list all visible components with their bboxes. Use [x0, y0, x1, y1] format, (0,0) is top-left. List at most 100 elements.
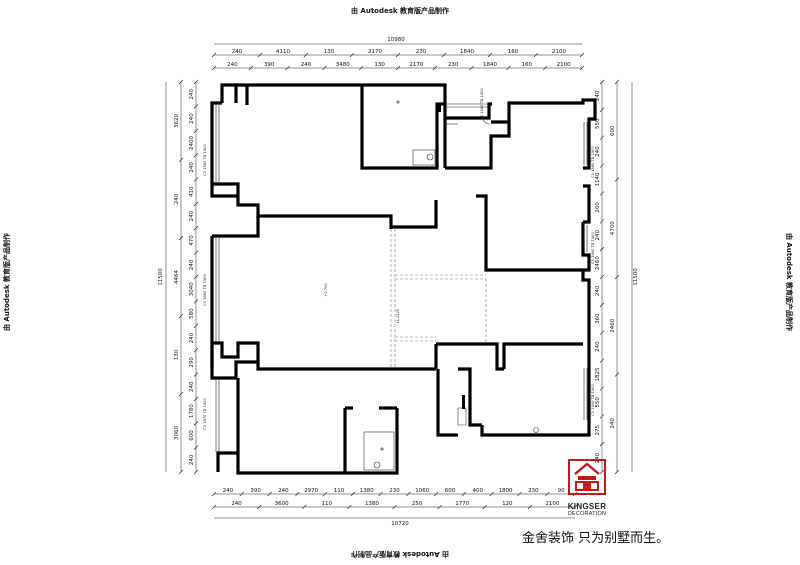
dimension-value: 3600 [275, 501, 289, 507]
dashed-boundaries [390, 229, 487, 368]
exterior-walls [210, 83, 597, 475]
ceiling-point-marker [380, 447, 384, 451]
dimension-value: 1060 [415, 488, 429, 494]
window-label: C0 1660 TD 1500 [203, 274, 207, 306]
top-total-dimension: 10980 [387, 37, 405, 43]
dimension-value: 230 [448, 62, 459, 68]
dimension-tick [178, 79, 184, 85]
dimension-value: 160 [508, 49, 519, 55]
dimension-value: 130 [374, 62, 385, 68]
dimension-tick [599, 414, 605, 419]
dimension-tick [599, 386, 605, 391]
dimension-tick [614, 372, 620, 377]
dimension-tick [542, 65, 548, 71]
dimension-tick [193, 250, 199, 255]
dimension-value: 4110 [276, 49, 290, 55]
dimension-tick [267, 491, 272, 497]
dimension-tick [487, 52, 493, 58]
dimension-value: 1380 [360, 488, 374, 494]
top-dimension-ticks [211, 52, 585, 71]
dimension-value: 90 [558, 488, 565, 494]
dimension-tick [347, 504, 352, 510]
dimension-tick [322, 491, 328, 497]
dimension-value: 3620 [174, 114, 180, 128]
window-lines [215, 103, 588, 452]
dimension-tick [461, 491, 467, 497]
dimension-value: 360 [595, 313, 601, 324]
dimension-value: 240 [227, 62, 238, 68]
dimension-value: 290 [189, 357, 195, 368]
dimension-value: 240 [223, 488, 234, 494]
dimension-tick [193, 226, 199, 231]
dimension-value: 240 [189, 381, 195, 392]
slogan-text: 金舍装饰 只为别墅而生。 [522, 531, 670, 546]
bottom-total-dimension: 10720 [391, 521, 409, 527]
dimension-tick [469, 65, 474, 71]
dimension-tick [178, 313, 184, 319]
kingser-logo: KINGSER DECORATION [565, 458, 609, 517]
dimension-tick [193, 201, 199, 207]
dimension-tick [193, 372, 199, 377]
dimension-tick [506, 65, 511, 71]
window-labels: C0 1560 TD 1500 C0 1660 TD 1500 C0 1870 TD… [203, 88, 595, 430]
dimension-value: 1800 [499, 488, 513, 494]
watermark-top: 由 Autodesk 教育版产品制作 [350, 7, 449, 15]
dimension-tick [257, 52, 263, 58]
dimension-tick [599, 219, 605, 224]
dimension-tick [533, 52, 539, 58]
dimension-tick [599, 191, 605, 196]
dimension-value: 1380 [365, 501, 379, 507]
dimension-tick [193, 177, 199, 182]
dimension-value: 130 [174, 349, 180, 360]
dimension-value: 1825 [595, 367, 601, 381]
dimension-tick [614, 79, 620, 85]
dimension-value: 240 [189, 210, 195, 221]
dimension-value: 3060 [174, 426, 180, 440]
dimension-value: 130 [324, 49, 335, 55]
logo-brand-text: KINGSER [567, 502, 607, 511]
dimension-tick [193, 152, 199, 158]
right-dimension-row-inner: 2405502401140260240246024036024018255502… [595, 90, 601, 463]
dimension-tick [378, 491, 383, 497]
dimension-value: 240 [595, 341, 601, 352]
window-label: C0 1500 TD 1500 [591, 384, 595, 416]
beam-label: LL 2220 [396, 308, 400, 323]
dimension-tick [193, 421, 199, 426]
dimension-tick [599, 246, 605, 252]
dimension-tick [193, 104, 199, 109]
dimension-tick [441, 52, 447, 58]
dimension-value: 230 [528, 488, 539, 494]
left-dimension-row-inner: 2402402400240410240470240304058024029024… [189, 88, 195, 465]
dimension-value: 4464 [174, 270, 180, 284]
dimension-value: 3480 [336, 62, 350, 68]
window-label: C0 1870 TD 1500 [203, 398, 207, 430]
dimension-value: 580 [189, 308, 195, 319]
dimension-value: 240 [595, 229, 601, 240]
dimension-value: 2170 [409, 62, 423, 68]
dimension-value: 410 [189, 186, 195, 197]
bottom-dimension-chain [214, 493, 575, 519]
dimension-value: 240 [595, 90, 601, 101]
dimension-tick [599, 358, 605, 363]
dimension-value: 120 [502, 501, 513, 507]
dimension-value: 275 [595, 424, 601, 435]
dimension-value: 240 [189, 162, 195, 173]
dimension-value: 240 [189, 88, 195, 99]
dimension-tick [599, 107, 605, 113]
dimension-value: 2460 [610, 318, 616, 332]
dimension-tick [406, 491, 411, 497]
dimension-tick [295, 491, 300, 497]
elevation-label: +2.700 [324, 283, 328, 297]
window-label: C0 1560 TD 1500 [203, 144, 207, 176]
door-markers [437, 104, 465, 409]
dimension-value: 240 [231, 501, 242, 507]
dimension-tick [599, 441, 605, 447]
dimension-value: 160 [522, 62, 533, 68]
dimension-tick [527, 504, 533, 510]
dimension-value: 550 [595, 118, 601, 129]
dimension-value: 3040 [189, 282, 195, 296]
dimension-value: 2100 [557, 62, 571, 68]
dimension-value: 1840 [460, 49, 474, 55]
